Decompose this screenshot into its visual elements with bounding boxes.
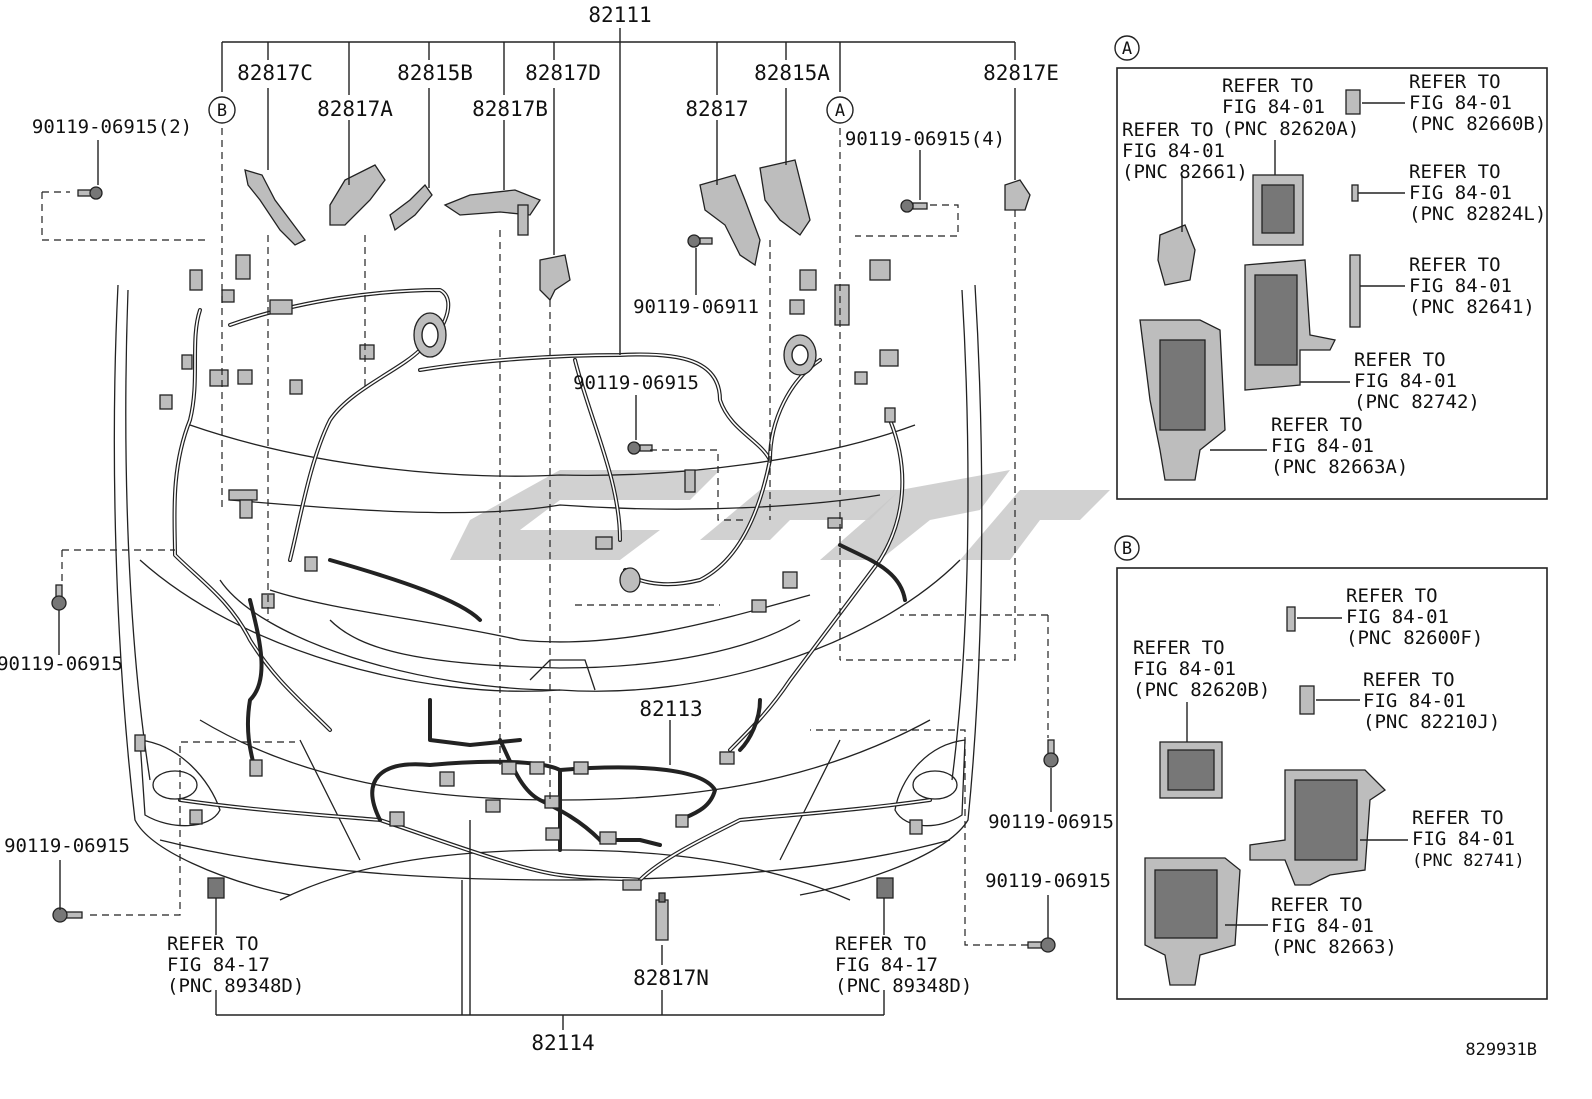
part-number-82817e: 82817E [983, 61, 1059, 85]
svg-text:REFER TO: REFER TO [1409, 71, 1501, 93]
diagram-id: 829931B [1465, 1040, 1537, 1060]
svg-text:REFER TO: REFER TO [1133, 637, 1225, 659]
sensor-icon [655, 892, 669, 941]
svg-text:(PNC 82742): (PNC 82742) [1354, 391, 1480, 413]
svg-text:(PNC 82663A): (PNC 82663A) [1271, 456, 1408, 478]
fastener-label: 90119-06915 [573, 372, 699, 394]
svg-text:A: A [1122, 39, 1132, 59]
ref-text: REFER TO [835, 933, 927, 955]
bolt-icon [52, 907, 83, 923]
part-number-82113: 82113 [639, 697, 702, 721]
svg-text:FIG 84-01: FIG 84-01 [1133, 658, 1236, 680]
ref-text: (PNC 89348D) [835, 975, 972, 997]
part-number-82817: 82817 [685, 97, 748, 121]
bolt-icons [51, 186, 1059, 953]
svg-text:A: A [835, 101, 845, 121]
svg-text:REFER TO: REFER TO [1409, 161, 1501, 183]
main-labels: 82111 82817C 82817A 82815B 82817B 82817D… [0, 3, 1114, 1055]
svg-text:REFER TO: REFER TO [1363, 669, 1455, 691]
inset-panel-a: A REFER TO FIG 84-01 (PNC 82620A) REFER … [1114, 35, 1548, 500]
svg-text:REFER TO: REFER TO [1346, 585, 1438, 607]
svg-text:(PNC 82663): (PNC 82663) [1271, 936, 1397, 958]
ref-text: FIG 84-17 [835, 954, 938, 976]
svg-text:FIG 84-01: FIG 84-01 [1409, 182, 1512, 204]
svg-text:(PNC 82660B): (PNC 82660B) [1409, 113, 1546, 135]
svg-text:FIG 84-01: FIG 84-01 [1271, 915, 1374, 937]
fastener-label: 90119-06915 [988, 811, 1114, 833]
fastener-label: 90119-06911 [633, 296, 759, 318]
part-number-82817a: 82817A [317, 97, 393, 121]
clip-icon [876, 877, 894, 899]
svg-text:(PNC 82620A): (PNC 82620A) [1222, 118, 1359, 140]
part-number-82815a: 82815A [754, 61, 830, 85]
bolt-icon [77, 186, 103, 200]
svg-text:FIG 84-01: FIG 84-01 [1409, 92, 1512, 114]
watermark [450, 470, 1110, 560]
svg-text:(PNC 82620B): (PNC 82620B) [1133, 679, 1270, 701]
clip-icon [207, 877, 225, 899]
svg-text:B: B [1122, 539, 1132, 559]
svg-text:REFER TO: REFER TO [1409, 254, 1501, 276]
svg-text:FIG 84-01: FIG 84-01 [1412, 828, 1515, 850]
svg-text:REFER TO: REFER TO [1222, 75, 1314, 97]
leader-lines [58, 28, 1052, 1030]
svg-text:FIG 84-01: FIG 84-01 [1363, 690, 1466, 712]
fastener-label: 90119-06915 [4, 835, 130, 857]
svg-text:(PNC 82661): (PNC 82661) [1122, 161, 1248, 183]
fastener-label: 90119-06915 [0, 653, 123, 675]
svg-text:REFER TO: REFER TO [1122, 119, 1214, 141]
ref-text: FIG 84-17 [167, 954, 270, 976]
bolt-icon [687, 234, 713, 248]
svg-text:FIG 84-01: FIG 84-01 [1122, 140, 1225, 162]
part-number-82817d: 82817D [525, 61, 601, 85]
svg-text:REFER TO: REFER TO [1271, 414, 1363, 436]
svg-text:(PNC 82600F): (PNC 82600F) [1346, 627, 1483, 649]
engine-room-harness [172, 288, 907, 772]
svg-text:FIG 84-01: FIG 84-01 [1354, 370, 1457, 392]
view-marker-a: A [826, 96, 854, 124]
fastener-label: 90119-06915(2) [32, 116, 192, 138]
dashed-guides [41, 128, 1049, 946]
top-parts [244, 159, 1031, 302]
fastener-label: 90119-06915 [985, 870, 1111, 892]
svg-text:B: B [217, 101, 227, 121]
part-number-82111: 82111 [588, 3, 651, 27]
bolt-icon [1043, 739, 1059, 768]
svg-text:(PNC 82824L): (PNC 82824L) [1409, 203, 1546, 225]
svg-text:(PNC 82210J): (PNC 82210J) [1363, 711, 1500, 733]
svg-text:FIG 84-01: FIG 84-01 [1222, 96, 1325, 118]
svg-text:(PNC 82641): (PNC 82641) [1409, 296, 1535, 318]
svg-text:REFER TO: REFER TO [1271, 894, 1363, 916]
part-number-82817b: 82817B [472, 97, 548, 121]
part-number-82817n: 82817N [633, 966, 709, 990]
svg-text:FIG 84-01: FIG 84-01 [1271, 435, 1374, 457]
part-number-82815b: 82815B [397, 61, 473, 85]
ref-text: REFER TO [167, 933, 259, 955]
bolt-icon [51, 584, 67, 611]
bolt-icon [1027, 937, 1056, 953]
bolt-icon [900, 199, 928, 213]
svg-text:FIG 84-01: FIG 84-01 [1346, 606, 1449, 628]
harness-connectors [134, 254, 923, 891]
part-number-82114: 82114 [531, 1031, 594, 1055]
svg-text:REFER TO: REFER TO [1354, 349, 1446, 371]
ref-text: (PNC 89348D) [167, 975, 304, 997]
part-number-82817c: 82817C [237, 61, 313, 85]
bolt-icon [627, 441, 653, 455]
front-harness [178, 698, 932, 882]
svg-text:(PNC 82741): (PNC 82741) [1412, 851, 1525, 871]
svg-text:REFER TO: REFER TO [1412, 807, 1504, 829]
view-marker-b: B [208, 96, 236, 124]
inset-panel-b: B REFER TO FIG 84-01 (PNC 82600F) REFER … [1114, 535, 1548, 1000]
svg-text:FIG 84-01: FIG 84-01 [1409, 275, 1512, 297]
fastener-label: 90119-06915(4) [845, 128, 1005, 150]
